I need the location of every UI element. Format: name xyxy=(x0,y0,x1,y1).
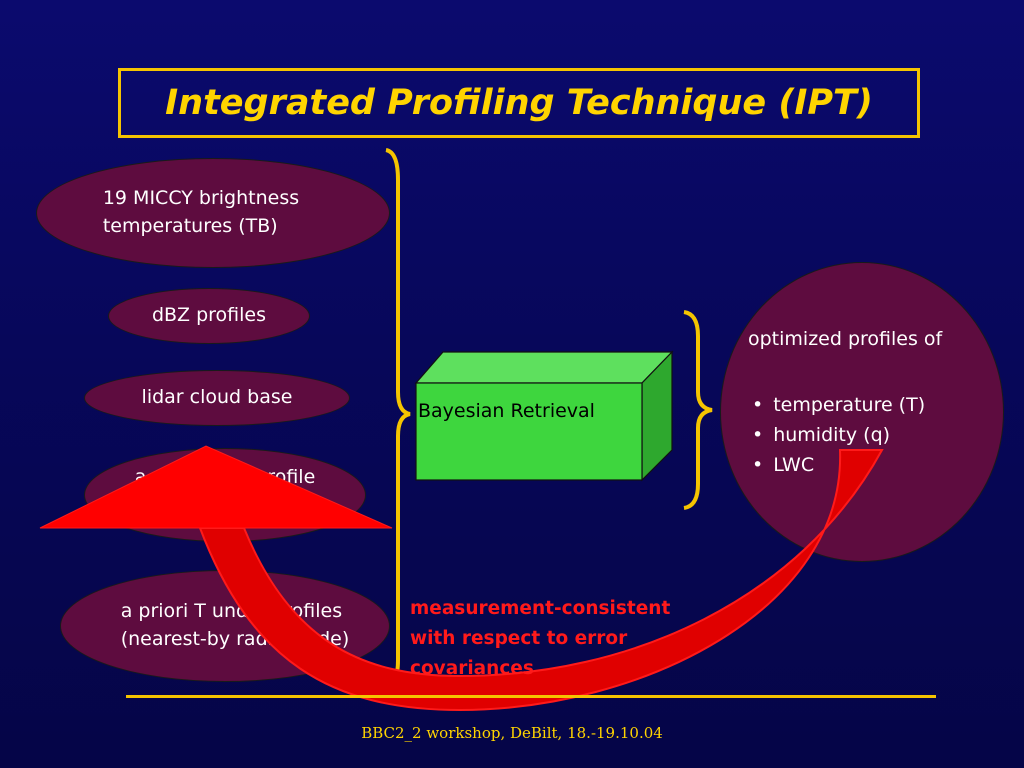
input-tb-label: 19 MICCY brightness temperatures (TB) xyxy=(102,187,300,237)
input-brace xyxy=(385,148,411,690)
output-item: temperature (T) xyxy=(752,390,925,420)
output-item: humidity (q) xyxy=(752,420,925,450)
footer-divider xyxy=(126,695,936,698)
input-dbz-ellipse: dBZ profiles xyxy=(108,288,310,344)
process-box-front xyxy=(415,382,643,481)
output-item: LWC xyxy=(752,450,925,480)
consistency-note: measurement-consistent with respect to e… xyxy=(410,598,671,679)
input-dbz-label: dBZ profiles xyxy=(151,304,267,327)
output-heading: optimized profiles of xyxy=(748,328,943,350)
output-list: temperature (T) humidity (q) LWC xyxy=(752,390,925,480)
input-tb-ellipse: 19 MICCY brightness temperatures (TB) xyxy=(36,158,390,268)
feedback-arrow-head xyxy=(39,445,393,529)
input-lidar-label: lidar cloud base xyxy=(141,386,293,409)
output-brace xyxy=(683,310,713,510)
footer-text: BBC2_2 workshop, DeBilt, 18.-19.10.04 xyxy=(361,724,663,742)
title-box: Integrated Profiling Technique (IPT) xyxy=(118,68,920,138)
input-lidar-ellipse: lidar cloud base xyxy=(84,370,350,426)
process-label: Bayesian Retrieval xyxy=(418,400,595,422)
page-title: Integrated Profiling Technique (IPT) xyxy=(165,83,873,123)
process-box-top xyxy=(414,351,674,384)
